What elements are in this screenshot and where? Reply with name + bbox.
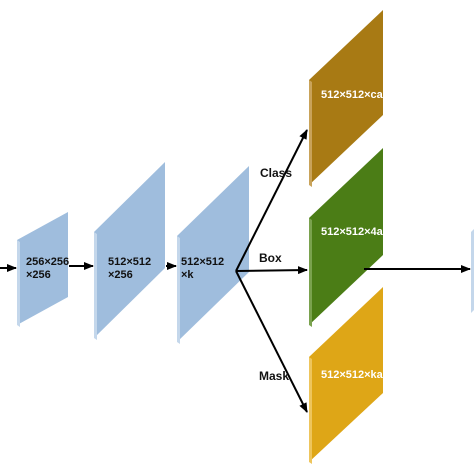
mask-output-block-face bbox=[309, 287, 383, 462]
mask-output-block-label: 512×512×ka bbox=[321, 369, 384, 381]
class-output-block-face bbox=[309, 10, 383, 185]
feature-block-2: 512×512 ×256 bbox=[94, 162, 165, 340]
feature-block-3-face bbox=[177, 166, 249, 342]
class-branch-label: Class bbox=[260, 166, 292, 180]
class-output-block-label: 512×512×ca bbox=[321, 89, 384, 101]
arrow-to-mask bbox=[235, 270, 308, 413]
class-output-block: 512×512×ca bbox=[309, 10, 384, 187]
arrow-to-box bbox=[235, 266, 308, 275]
box-branch-label: Box bbox=[259, 251, 282, 265]
mask-output-block-edge bbox=[309, 357, 312, 464]
feature-block-3: 512×512 ×k bbox=[177, 166, 249, 344]
feature-block-1-face bbox=[17, 212, 68, 325]
box-output-block: 512×512×4a bbox=[309, 148, 384, 327]
feature-block-2-face bbox=[94, 162, 165, 338]
feature-block-1-label-line2: ×256 bbox=[26, 269, 51, 281]
feature-block-3-edge bbox=[177, 236, 180, 344]
feature-block-1-edge bbox=[17, 240, 20, 327]
box-output-block-label: 512×512×4a bbox=[321, 226, 384, 238]
feature-block-1: 256×256 ×256 bbox=[17, 212, 69, 327]
feature-block-3-label-line1: 512×512 bbox=[181, 256, 224, 268]
mask-output-block: 512×512×ka bbox=[309, 287, 384, 464]
box-output-block-edge bbox=[309, 218, 312, 327]
next-block-partial bbox=[471, 229, 474, 313]
box-output-block-face bbox=[309, 148, 383, 325]
feature-block-1-label-line1: 256×256 bbox=[26, 256, 69, 268]
feature-block-2-label-line2: ×256 bbox=[108, 269, 133, 281]
feature-block-2-edge bbox=[94, 232, 97, 340]
feature-block-3-label-line2: ×k bbox=[181, 269, 194, 281]
arrow-to-class bbox=[235, 129, 308, 272]
class-output-block-edge bbox=[309, 80, 312, 187]
feature-block-2-label-line1: 512×512 bbox=[108, 256, 151, 268]
mask-branch-label: Mask bbox=[259, 369, 289, 383]
